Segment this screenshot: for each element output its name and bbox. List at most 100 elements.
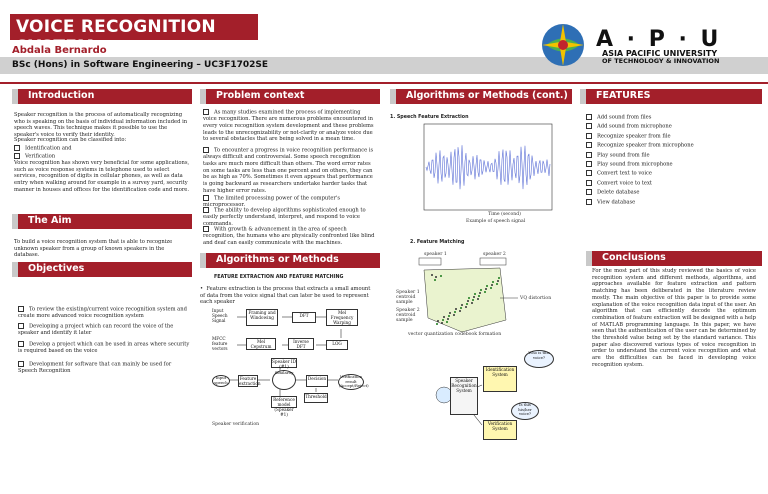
feature-item: Add sound from files [586, 114, 756, 121]
section-header-methods: Algorithms or Methods [200, 253, 380, 268]
codebook-point [448, 315, 450, 317]
flow-framing-box: Framing and Windowing [246, 309, 278, 326]
codebook-point [434, 279, 436, 281]
bullet-icon [586, 198, 592, 205]
chart-xlabel: Time (second) [488, 212, 521, 217]
flow-mel-box: Mel Frequency Warping [326, 309, 358, 326]
bullet-icon [586, 123, 592, 130]
bullet-icon [203, 226, 209, 232]
bullet-icon [18, 323, 24, 329]
codebook-point [472, 299, 474, 301]
problem-item-3: The limited processing power of the comp… [203, 195, 340, 209]
feature-item: Play sound from file [586, 151, 756, 159]
codebook-point [497, 280, 499, 282]
bullet-icon [586, 114, 592, 120]
feature-item-label: View database [597, 199, 636, 206]
section-header-aim: The Aim [12, 214, 192, 229]
verification-system-box: Verification System [483, 420, 517, 440]
feature-item: Add sound from microphone [586, 123, 756, 130]
university-subname: OF TECHNOLOGY & INNOVATION [602, 57, 720, 65]
bullet-icon [14, 145, 20, 151]
verification-caption: Speaker verification [212, 422, 260, 427]
methods-text: • Feature extraction is the process that… [200, 286, 371, 306]
codebook-point [435, 276, 437, 278]
speaker1-label: speaker 1 [424, 252, 447, 257]
problem-item-5: With growth & advancement in the area of… [203, 226, 375, 246]
recognition-core-box: Speaker Recognition System [450, 377, 478, 415]
author-name: Abdala Bernardo [12, 45, 107, 56]
bullet-icon [203, 109, 209, 115]
verification-ref-box: Reference model (Speaker #1) [271, 396, 297, 417]
bullet-icon [18, 361, 24, 367]
speech-signal-chart [423, 123, 553, 211]
bullet-icon [203, 195, 209, 201]
codebook-point [471, 302, 473, 304]
codebook-point [480, 289, 482, 291]
step1-label: 1. Speech Feature Extraction [390, 115, 469, 120]
verification-feature-box: Feature extraction [238, 375, 261, 387]
vq-caption: vector quantization codebook formation [408, 332, 502, 337]
problem-item-1: As many studies examined the process of … [203, 109, 374, 143]
bullet-icon [586, 189, 592, 196]
section-header-objectives: Objectives [12, 262, 192, 277]
bullet-icon [18, 341, 24, 347]
codebook-point [460, 307, 462, 309]
codebook-point [478, 295, 480, 297]
vq-distortion-label: VQ distortion [520, 296, 552, 301]
aim-heading: The Aim [28, 215, 72, 226]
who-is-this-bubble: Who is this voice? [524, 350, 554, 368]
codebook-point [485, 288, 487, 290]
feature-item-label: Add sound from files [597, 114, 652, 121]
bullet-icon [586, 142, 592, 149]
methods-subtitle: FEATURE EXTRACTION AND FEATURE MATCHING [214, 275, 344, 280]
bullet-icon [14, 153, 20, 159]
codebook-point [467, 300, 469, 302]
waveform-line [425, 145, 551, 190]
codebook-point [492, 281, 494, 283]
feature-item-label: Recognize speaker from microphone [597, 142, 694, 149]
header-divider [0, 82, 768, 84]
codebook-point [455, 308, 457, 310]
title-bar: VOICE RECOGNITION SYSTEM [10, 14, 258, 57]
bullet-icon [586, 132, 592, 139]
section-header-algorithms-cont: Algorithms or Methods (cont.) [390, 89, 572, 104]
poster-title: VOICE RECOGNITION SYSTEM [16, 17, 216, 57]
codebook-point [473, 296, 475, 298]
codebook-point [431, 274, 433, 276]
section-header-introduction: Introduction [12, 89, 192, 104]
codebook-point [441, 322, 443, 324]
identification-system-box: Identification System [483, 366, 517, 392]
section-header-conclusions: Conclusions [586, 251, 762, 266]
codebook-point [453, 314, 455, 316]
problem-heading: Problem context [216, 90, 305, 101]
flow-input-label: Input Speech Signal [212, 308, 228, 323]
feature-item-label: Play sound from microphone [597, 161, 673, 168]
bullet-icon [586, 170, 592, 177]
codebook-point [477, 298, 479, 300]
verification-result-ellipse: Verification result (Accept/Reject) [338, 374, 369, 390]
mfcc-flow-arrows [237, 316, 342, 346]
verification-speaker-id-box: Speaker ID (#1) [271, 358, 297, 369]
feature-item: Recognize speaker from file [586, 132, 756, 140]
features-heading: FEATURES [596, 90, 651, 101]
objectives-heading: Objectives [28, 263, 85, 274]
verification-similarity-ellipse: Similarity [272, 370, 296, 390]
codebook-point [436, 323, 438, 325]
feature-item-label: Delete database [597, 189, 640, 196]
feature-item: Recognize speaker from microphone [586, 142, 756, 149]
legend-speaker2: Speaker 2 centroid sample [396, 308, 420, 323]
bullet-icon [586, 161, 592, 167]
university-globe-logo [542, 24, 584, 66]
legend-speaker1: Speaker 1 centroid sample [396, 290, 420, 305]
course-line: BSc (Hons) in Software Engineering – UC3… [12, 60, 269, 70]
flow-mfcc-label: MFCC feature vectors [212, 336, 228, 351]
bullet-icon [203, 207, 209, 213]
codebook-point [442, 319, 444, 321]
objective-item-4: Development for software that can mainly… [18, 361, 172, 375]
codebook-point [465, 306, 467, 308]
codebook-point [447, 318, 449, 320]
feature-item-label: Convert text to voice [597, 170, 653, 177]
chart-caption: Example of speech signal [466, 219, 526, 224]
chart-frame [423, 123, 553, 211]
flow-dft-box: DFT [292, 312, 316, 323]
